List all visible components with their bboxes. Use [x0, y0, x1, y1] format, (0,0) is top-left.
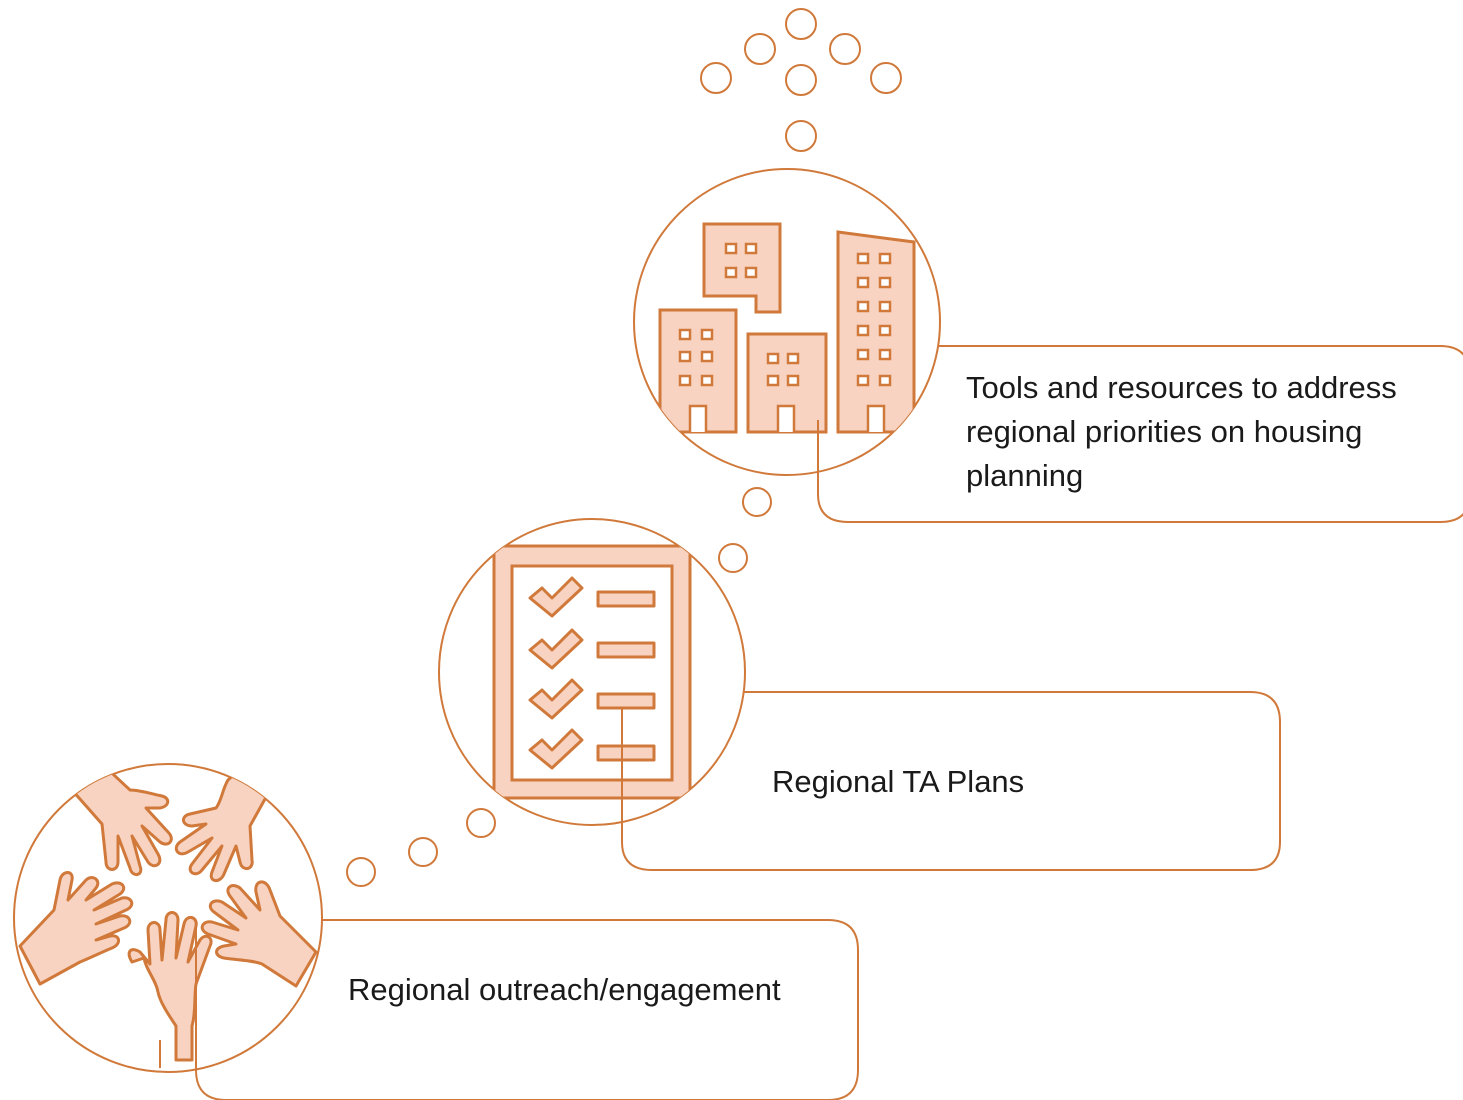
hands-circle-icon — [13, 763, 323, 1073]
callout-box-ta-plans — [621, 691, 1281, 871]
buildings-icon — [633, 168, 941, 494]
outreach-label: Regional outreach/engagement — [348, 972, 781, 1007]
connector-bubbles — [346, 8, 902, 887]
tools-label: Tools and resources to address regional … — [966, 370, 1397, 493]
checklist-icon — [438, 518, 746, 842]
ta-plans-label: Regional TA Plans — [772, 764, 1025, 799]
callout-box-outreach — [195, 919, 859, 1100]
